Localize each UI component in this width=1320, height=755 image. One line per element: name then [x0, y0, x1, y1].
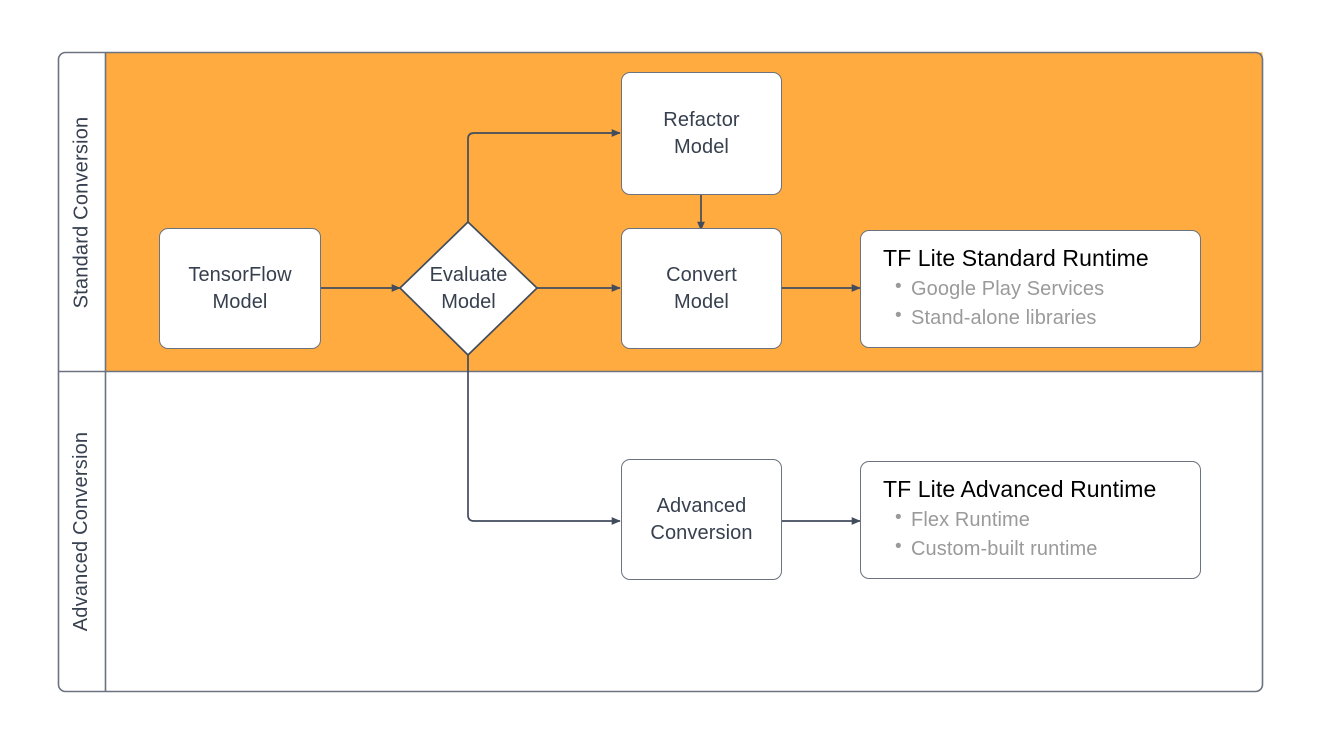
node-tflite-advanced-runtime-bullet-2: Custom-built runtime — [895, 534, 1098, 563]
edge-evaluate-model-to-refactor-model — [467, 129, 621, 222]
node-tflite-advanced-runtime-title: TF Lite Advanced Runtime — [883, 476, 1157, 502]
node-tflite-advanced-runtime-bullets: Flex Runtime Custom-built runtime — [883, 505, 1098, 563]
lane-label-standard-conversion-text: Standard Conversion — [70, 116, 93, 308]
node-evaluate-model-shape[interactable] — [399, 221, 538, 356]
node-convert-model[interactable]: Convert Model — [621, 228, 782, 349]
node-evaluate-model-line-1: Evaluate — [429, 264, 508, 287]
node-tensorflow-model[interactable]: TensorFlow Model — [159, 228, 321, 349]
node-tflite-standard-runtime-title: TF Lite Standard Runtime — [883, 245, 1149, 271]
node-tensorflow-model-line-1: TensorFlow — [188, 264, 292, 287]
node-advanced-conversion-line-2: Conversion — [650, 521, 753, 544]
node-advanced-conversion[interactable]: Advanced Conversion — [621, 459, 782, 580]
node-refactor-model-line-1: Refactor — [663, 109, 740, 132]
lane-label-standard-conversion: Standard Conversion — [59, 53, 105, 371]
node-tflite-standard-runtime[interactable]: TF Lite Standard Runtime Google Play Ser… — [860, 230, 1201, 348]
lane-label-advanced-conversion: Advanced Conversion — [59, 372, 105, 691]
node-convert-model-line-2: Model — [674, 290, 729, 313]
node-tflite-standard-runtime-bullets: Google Play Services Stand-alone librari… — [883, 274, 1104, 332]
node-convert-model-line-1: Convert — [666, 264, 737, 287]
node-tflite-standard-runtime-bullet-2: Stand-alone libraries — [895, 303, 1104, 332]
edge-evaluate-model-to-advanced-conversion — [467, 355, 621, 525]
node-tflite-advanced-runtime-bullet-1: Flex Runtime — [895, 505, 1098, 534]
node-refactor-model-line-2: Model — [674, 135, 729, 158]
node-evaluate-model-label: Evaluate Model — [400, 222, 537, 355]
node-evaluate-model-line-2: Model — [441, 290, 496, 313]
node-evaluate-model[interactable]: Evaluate Model — [400, 222, 537, 355]
node-tflite-advanced-runtime[interactable]: TF Lite Advanced Runtime Flex Runtime Cu… — [860, 461, 1201, 579]
node-tensorflow-model-line-2: Model — [212, 290, 268, 313]
node-tflite-standard-runtime-bullet-1: Google Play Services — [895, 274, 1104, 303]
node-refactor-model[interactable]: Refactor Model — [621, 72, 782, 195]
node-advanced-conversion-line-1: Advanced — [656, 495, 747, 518]
lane-label-advanced-conversion-text: Advanced Conversion — [70, 431, 93, 632]
